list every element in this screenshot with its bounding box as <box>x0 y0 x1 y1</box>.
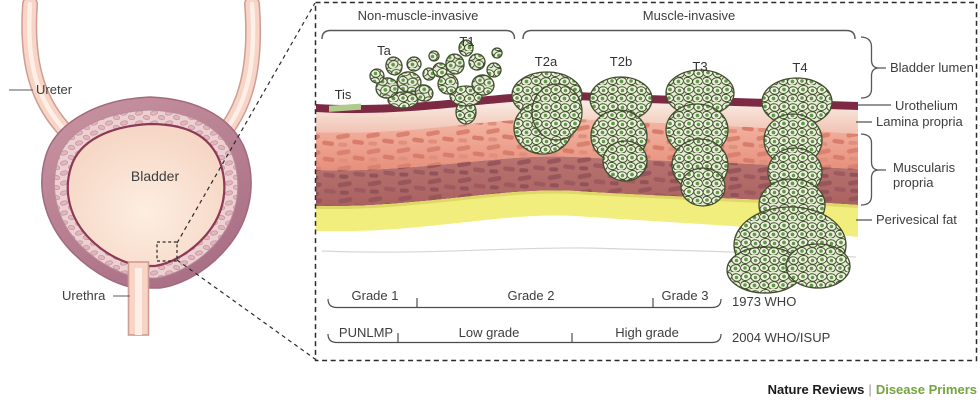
layer-callouts <box>856 36 891 221</box>
inset-panel <box>314 1 978 362</box>
punlmp-label: PUNLMP <box>338 325 394 340</box>
layer-label-urothelium: Urothelium <box>895 98 958 113</box>
tumor-t1 <box>428 39 503 125</box>
tumor-t2a <box>511 71 583 155</box>
inset-dashed-border <box>314 1 978 362</box>
journal-footer: Nature Reviews|Disease Primers <box>768 382 977 397</box>
layer-label-bladder-lumen: Bladder lumen <box>890 60 974 75</box>
scale-2004 <box>327 333 722 344</box>
tumor-tis <box>329 103 361 112</box>
muscle-invasive-bracket <box>522 29 856 40</box>
footer-divider: | <box>868 382 872 397</box>
stage-label-t2a: T2a <box>534 54 558 69</box>
group-label-non-muscle-invasive: Non-muscle-invasive <box>357 8 479 23</box>
journal-brand: Nature Reviews <box>767 382 865 397</box>
high-grade-label: High grade <box>615 325 679 340</box>
tumors <box>369 39 851 294</box>
tumor-t2b <box>589 76 653 182</box>
journal-publication: Disease Primers <box>875 382 977 397</box>
grade-2-label: Grade 2 <box>507 288 555 303</box>
bladder-lumen-brace <box>860 36 886 99</box>
tumor-t4 <box>726 77 851 294</box>
who-2004-label: 2004 WHO/ISUP <box>732 330 831 345</box>
bladder-illustration <box>9 0 316 360</box>
layer-label-perivesical-fat: Perivesical fat <box>876 212 957 227</box>
bladder-label: Bladder <box>130 168 180 184</box>
grade-1-label: Grade 1 <box>351 288 399 303</box>
stage-label-t2b: T2b <box>609 54 633 69</box>
stage-label-tis: Tis <box>334 87 352 102</box>
group-label-muscle-invasive: Muscle-invasive <box>642 8 736 23</box>
stage-label-t4: T4 <box>792 60 808 75</box>
layer-label-lamina-propria: Lamina propria <box>876 114 963 129</box>
tumor-ta <box>369 56 436 109</box>
ureter-label: Ureter <box>36 82 73 97</box>
scale-1973 <box>327 298 722 309</box>
non-muscle-invasive-bracket <box>321 29 516 40</box>
zoom-connector-top <box>176 2 316 244</box>
urethra-tube <box>127 261 150 336</box>
low-grade-label: Low grade <box>458 325 520 340</box>
zoom-connector-bottom <box>176 259 316 360</box>
stage-label-ta: Ta <box>377 43 391 58</box>
grading-scales <box>327 298 722 344</box>
perivesical-fat-layer <box>316 190 858 237</box>
stage-label-t1: T1 <box>459 34 475 49</box>
layer-label-muscularis-propria: Muscularis propria <box>893 160 956 190</box>
urothelium-layer <box>316 91 858 114</box>
who-1973-label: 1973 WHO <box>732 294 797 309</box>
urethra-label: Urethra <box>62 288 106 303</box>
group-brackets <box>321 29 856 40</box>
tumor-t3 <box>665 69 735 207</box>
zoom-source-box <box>156 241 178 262</box>
grade-3-label: Grade 3 <box>661 288 709 303</box>
stage-label-t3: T3 <box>692 59 708 74</box>
muscularis-brace <box>860 133 886 206</box>
